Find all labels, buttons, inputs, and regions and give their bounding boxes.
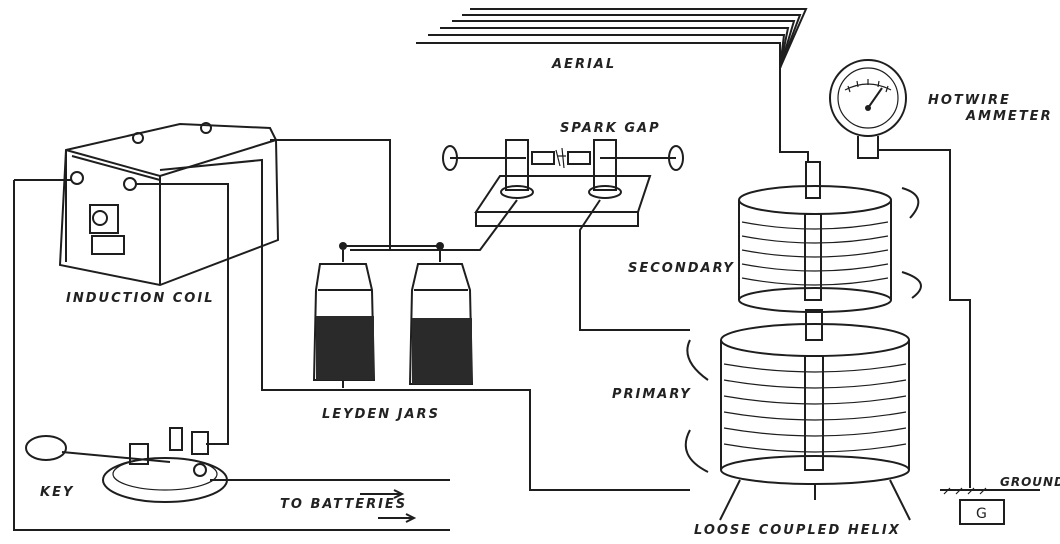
ground: G GROUND — [940, 475, 1060, 525]
secondary-coil: SECONDARY — [628, 161, 922, 313]
spark-gap-label: SPARK GAP — [560, 121, 661, 136]
aerial-label: AERIAL — [551, 57, 616, 72]
helix-label: LOOSE COUPLED HELIX — [694, 523, 901, 538]
ground-label: GROUND — [1000, 475, 1060, 489]
key-label: KEY — [40, 485, 74, 500]
leyden-jar-left — [312, 242, 376, 388]
loose-coupled-helix: SECONDARY PRIMARY LOOSE COUPLED HELIX — [612, 161, 922, 538]
to-batteries-label: TO BATTERIES — [280, 497, 407, 512]
leyden-jars-label: LEYDEN JARS — [322, 407, 440, 422]
primary-label: PRIMARY — [612, 387, 692, 402]
secondary-label: SECONDARY — [628, 261, 735, 276]
induction-coil: INDUCTION COIL — [58, 122, 690, 491]
hotwire-ammeter: HOTWIRE AMMETER — [829, 59, 1053, 488]
ground-box-label: G — [976, 506, 987, 522]
ammeter-label-line1: HOTWIRE — [928, 93, 1011, 108]
leyden-jar-right — [408, 242, 474, 385]
leyden-jars: LEYDEN JARS — [312, 242, 474, 422]
primary-coil: PRIMARY — [612, 309, 911, 521]
spark-gap: SPARK GAP — [350, 121, 690, 331]
ammeter-label-line2: AMMETER — [965, 109, 1053, 124]
induction-coil-label: INDUCTION COIL — [66, 291, 214, 306]
telegraph-key: KEY TO BATTERIES — [13, 179, 450, 531]
aerial: AERIAL — [416, 8, 809, 162]
